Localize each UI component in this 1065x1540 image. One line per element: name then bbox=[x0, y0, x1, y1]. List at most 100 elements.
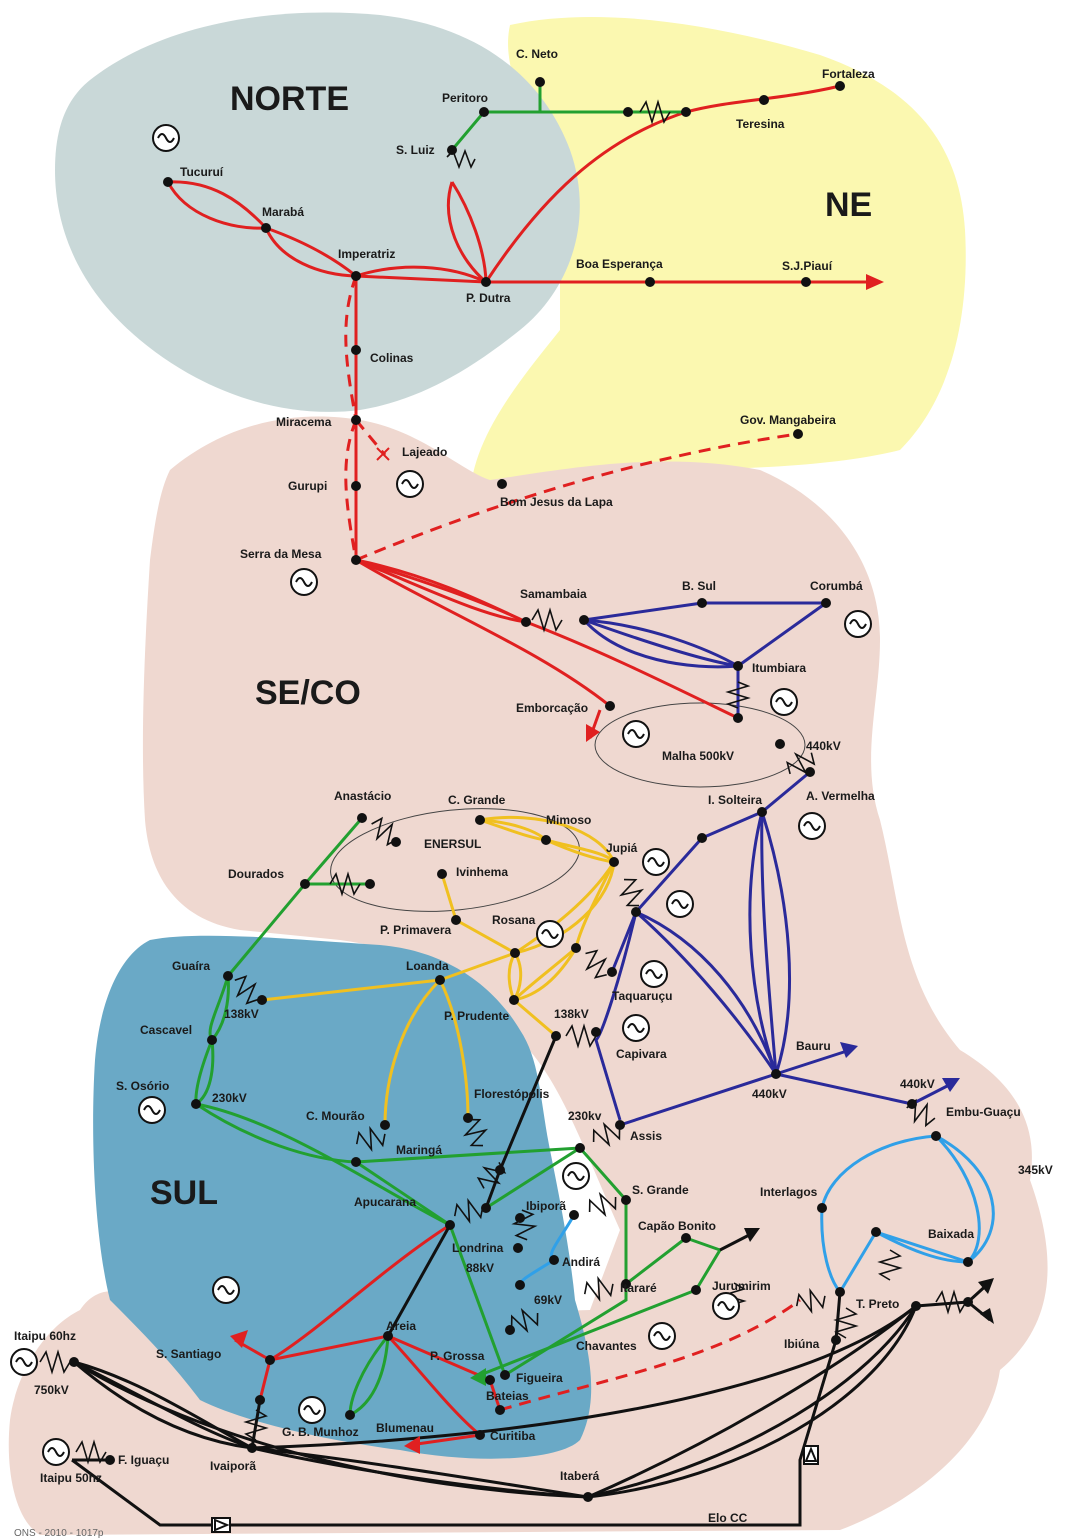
line-ivaipora-itabera-a bbox=[251, 1446, 589, 1499]
transformer-icon bbox=[833, 1307, 859, 1339]
line-corumba-itumbiara bbox=[737, 601, 827, 668]
bus-dot bbox=[505, 1325, 515, 1335]
line-imperatriz-pdutra-a bbox=[355, 274, 487, 284]
black-lines bbox=[71, 1035, 992, 1527]
line-capaobonito-itarare bbox=[625, 1236, 687, 1286]
bus-dot bbox=[835, 81, 845, 91]
line-baixada-node-a bbox=[875, 1230, 969, 1264]
bus-dot bbox=[383, 1331, 393, 1341]
red-dashed-lines bbox=[344, 275, 801, 1412]
dark-blue-lines bbox=[582, 601, 956, 1127]
node-label: Ivaiporã bbox=[210, 1459, 256, 1473]
node-label: Londrina bbox=[452, 1241, 504, 1255]
arrow-capaobonito bbox=[744, 1228, 760, 1242]
bus-dot bbox=[681, 1233, 691, 1243]
bus-nodes bbox=[69, 77, 973, 1502]
bus-dot bbox=[607, 967, 617, 977]
node-label: Miracema bbox=[276, 415, 332, 429]
node-label: 230kV bbox=[212, 1091, 247, 1105]
line-taquarucu-pprudente-b bbox=[513, 947, 578, 1002]
transformer-icon bbox=[39, 1349, 71, 1375]
line-loanda-cmourao bbox=[383, 978, 442, 1126]
bus-dot bbox=[515, 1213, 525, 1223]
node-label: S. Santiago bbox=[156, 1347, 221, 1361]
line-sluiz-pdutra-b bbox=[450, 181, 488, 283]
arrow-ssantiago bbox=[230, 1330, 248, 1348]
transformer-icon bbox=[75, 1439, 107, 1465]
dashed-bateias-ibiuna bbox=[499, 1298, 801, 1412]
node-label: Itararé bbox=[620, 1281, 657, 1295]
dashed-serra-govmangabeira bbox=[355, 432, 799, 562]
transformer-icon bbox=[531, 607, 563, 633]
line-areia-ssantiago bbox=[269, 1334, 389, 1362]
bus-dot bbox=[801, 277, 811, 287]
bus-dot bbox=[500, 1370, 510, 1380]
bus-dot bbox=[771, 1069, 781, 1079]
generator-icon bbox=[42, 1438, 70, 1466]
bus-dot bbox=[579, 615, 589, 625]
bus-dot bbox=[509, 995, 519, 1005]
transformer-icon bbox=[639, 99, 671, 125]
node-label: Interlagos bbox=[760, 1185, 818, 1199]
node-label: Itaipu 60hz bbox=[14, 1329, 76, 1343]
node-label: Loanda bbox=[406, 959, 449, 973]
arrow-emborcacao bbox=[586, 724, 600, 742]
line-ivaipora-itabera-b bbox=[251, 1446, 589, 1499]
generator-icon bbox=[152, 124, 180, 152]
bus-dot bbox=[351, 1157, 361, 1167]
node-label: Florestópolis bbox=[474, 1087, 550, 1101]
bus-dot bbox=[485, 1375, 495, 1385]
node-label: Areia bbox=[386, 1319, 416, 1333]
line-sosorio-londrina bbox=[195, 1102, 451, 1227]
node-label: Apucarana bbox=[354, 1195, 416, 1209]
bus-dot bbox=[447, 145, 457, 155]
transformer-icon bbox=[371, 816, 398, 847]
bus-dot bbox=[475, 1430, 485, 1440]
node-label: C. Neto bbox=[516, 47, 558, 61]
bus-dot bbox=[105, 1455, 115, 1465]
region-label-norte: NORTE bbox=[230, 80, 349, 118]
line-londrina-areia bbox=[386, 1224, 452, 1337]
bus-dot bbox=[645, 277, 655, 287]
node-label: Guaíra bbox=[172, 959, 210, 973]
line-jupia-assis bbox=[593, 911, 638, 1121]
bus-dot bbox=[255, 1395, 265, 1405]
bus-dot bbox=[435, 975, 445, 985]
line-assis-sgrande bbox=[578, 1147, 628, 1201]
node-label: P. Primavera bbox=[380, 923, 451, 937]
bus-dot bbox=[479, 107, 489, 117]
node-label: Figueira bbox=[516, 1371, 563, 1385]
line-elo-cc bbox=[71, 1339, 838, 1527]
line-areia-pgrossa bbox=[387, 1334, 491, 1382]
line-bauru-arrow bbox=[775, 1048, 851, 1076]
node-label: 440kV bbox=[752, 1087, 787, 1101]
node-label: Chavantes bbox=[576, 1339, 637, 1353]
line-embu-interlagos bbox=[820, 1134, 937, 1209]
bus-dot bbox=[733, 661, 743, 671]
norte-region-bg bbox=[55, 12, 580, 412]
generator-icon bbox=[648, 1322, 676, 1350]
bus-dot bbox=[515, 1280, 525, 1290]
transformer-icon bbox=[329, 871, 361, 897]
line-serra-emborcacao bbox=[355, 558, 611, 708]
node-label: Imperatriz bbox=[338, 247, 395, 261]
node-label: B. Sul bbox=[682, 579, 716, 593]
node-label: P. Dutra bbox=[466, 291, 511, 305]
node-label: 69kV bbox=[534, 1293, 562, 1307]
line-itabera-tpreto-a bbox=[587, 1305, 918, 1499]
line-taquarucu-pprudente-a bbox=[512, 946, 577, 1002]
bus-dot bbox=[697, 833, 707, 843]
line-interlagos-tpreto bbox=[820, 1207, 842, 1293]
generator-icon bbox=[10, 1348, 38, 1376]
line-areia-gbmunhoz-b bbox=[349, 1335, 390, 1417]
node-label: Assis bbox=[630, 1129, 662, 1143]
bus-dot bbox=[351, 481, 361, 491]
node-label: Jupiá bbox=[606, 841, 638, 855]
line-assis-londrina bbox=[485, 1146, 581, 1210]
node-label: C. Grande bbox=[448, 793, 506, 807]
bus-dot bbox=[963, 1257, 973, 1267]
node-label: Capivara bbox=[616, 1047, 667, 1061]
node-label: Lajeado bbox=[402, 445, 447, 459]
bus-dot bbox=[697, 598, 707, 608]
line-loanda-guaira bbox=[261, 978, 441, 1002]
